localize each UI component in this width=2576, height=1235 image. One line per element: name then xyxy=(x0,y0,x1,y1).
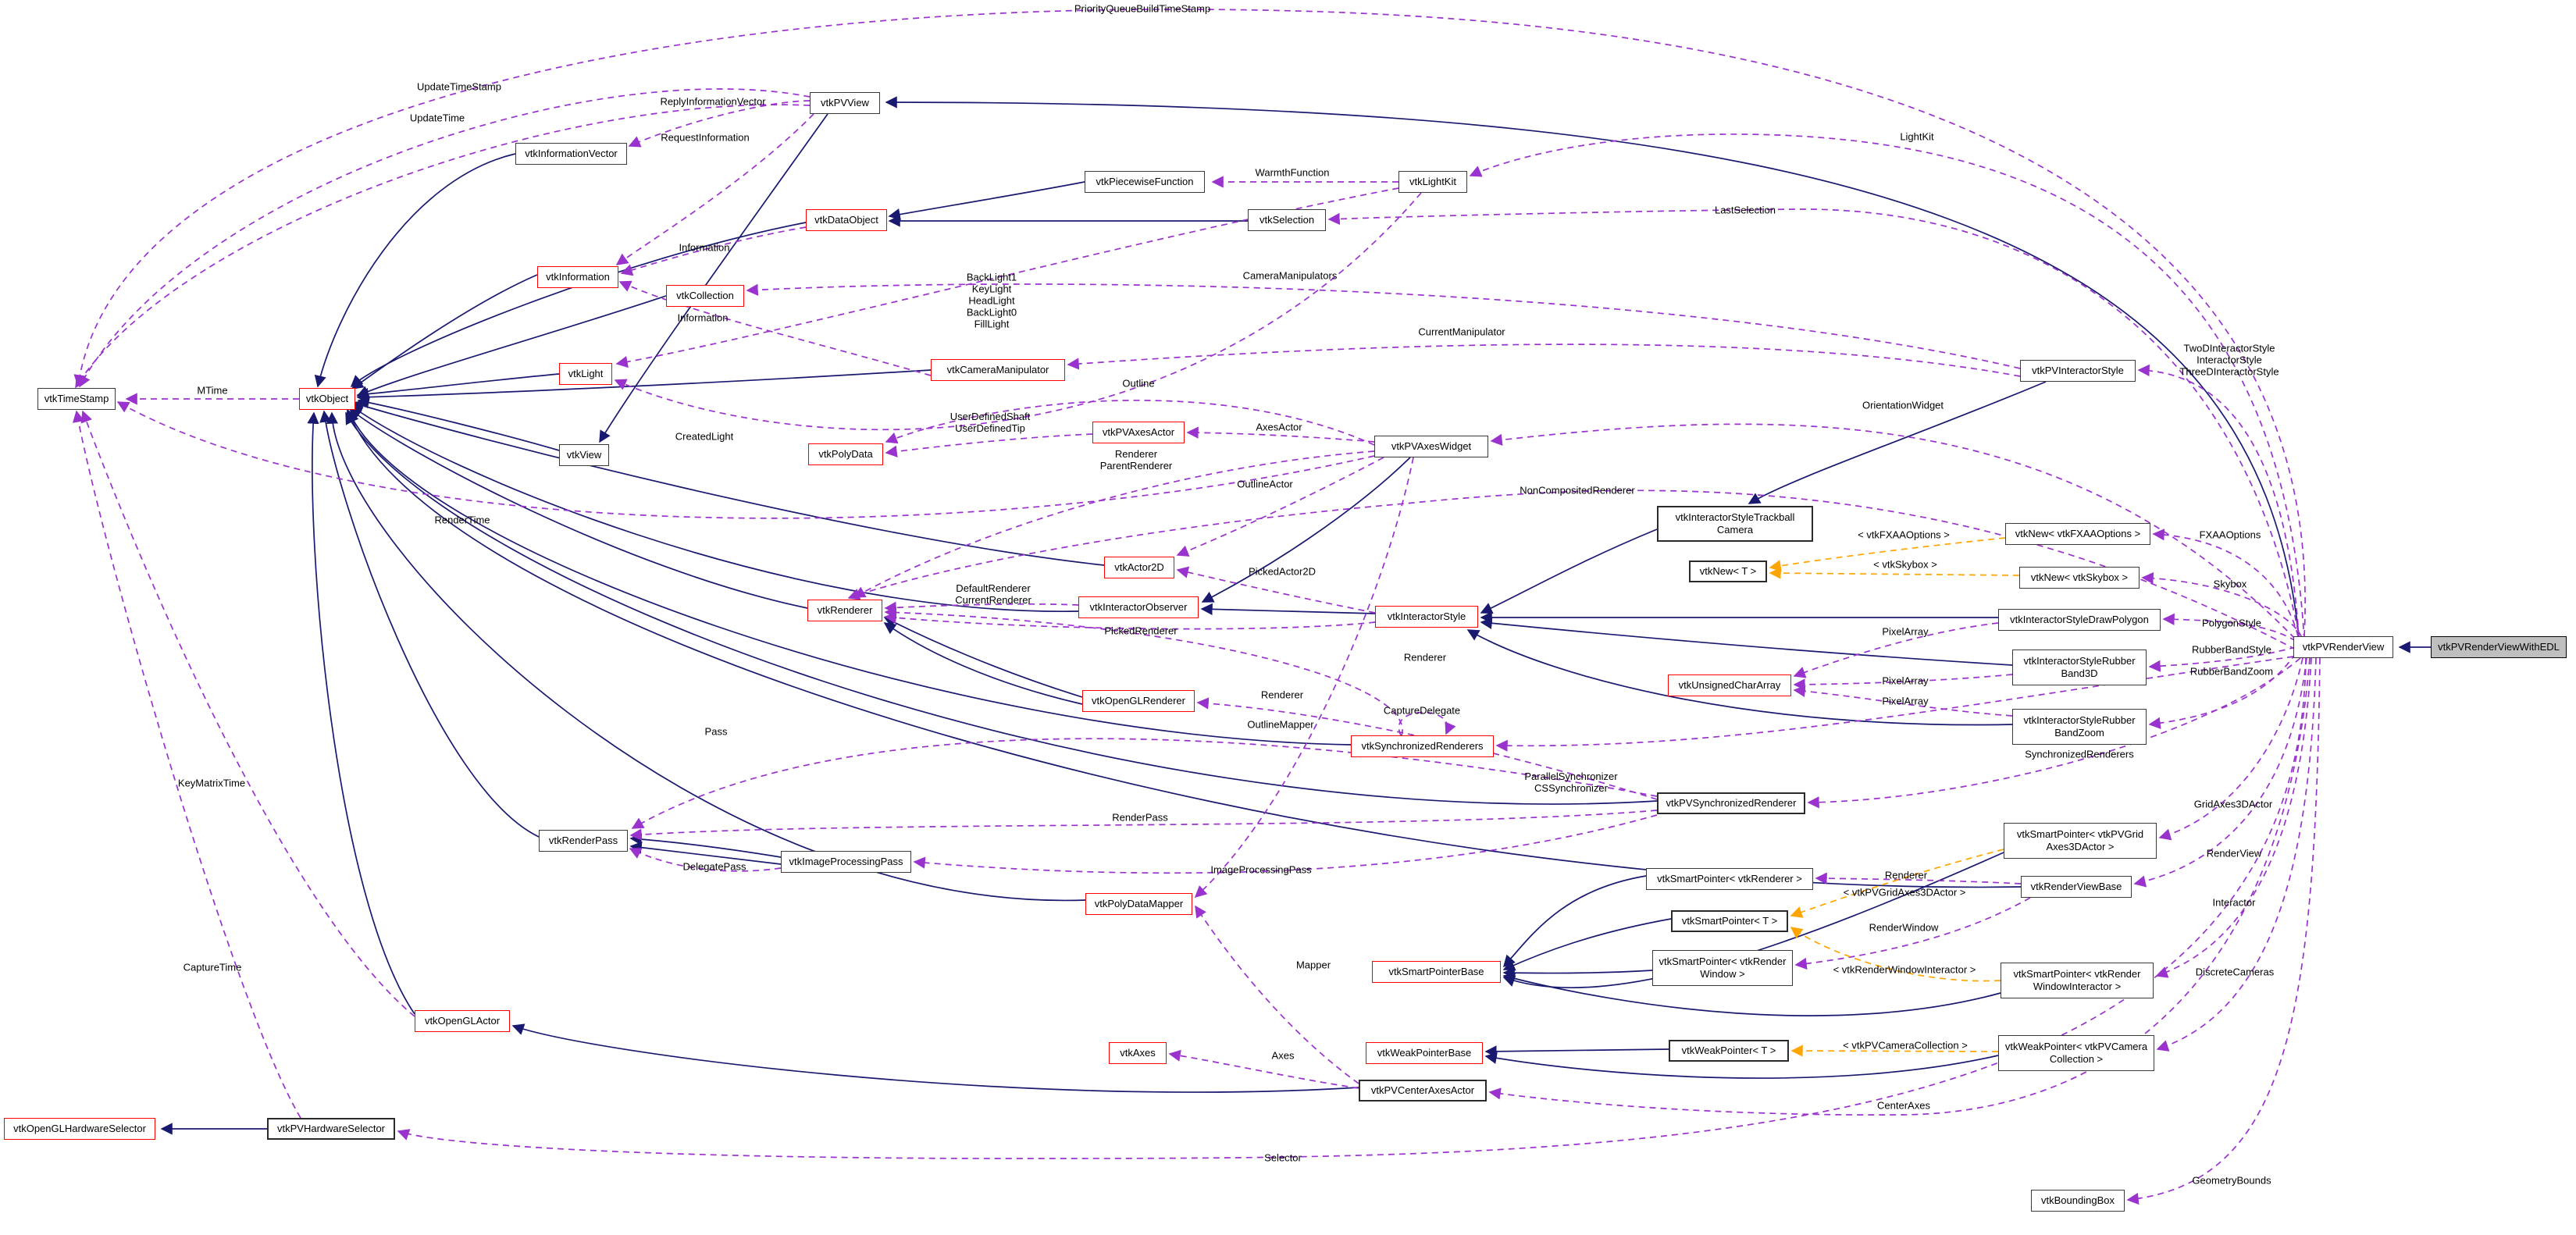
node-vtkaxes[interactable]: vtkAxes xyxy=(1109,1042,1167,1064)
node-vtkselection[interactable]: vtkSelection xyxy=(1248,209,1326,231)
node-vtkinteractorstylerubberbandzoom[interactable]: vtkInteractorStyleRubber BandZoom xyxy=(2012,709,2147,745)
node-vtksynchronizedrenderers[interactable]: vtkSynchronizedRenderers xyxy=(1351,735,1494,757)
node-vtkpvcenteraxesactor[interactable]: vtkPVCenterAxesActor xyxy=(1359,1080,1487,1102)
node-vtksmartpointer-vtkrenderer[interactable]: vtkSmartPointer< vtkRenderer > xyxy=(1646,868,1813,890)
node-vtkinteractorstyledrawpolygon[interactable]: vtkInteractorStyleDrawPolygon xyxy=(1998,609,2161,631)
node-vtkopenglrenderer[interactable]: vtkOpenGLRenderer xyxy=(1082,690,1195,712)
node-vtknew-vtkfxaaoptions[interactable]: vtkNew< vtkFXAAOptions > xyxy=(2005,523,2150,545)
node-vtkpvaxesactor[interactable]: vtkPVAxesActor xyxy=(1092,422,1185,443)
node-vtkpvinteractorstyle[interactable]: vtkPVInteractorStyle xyxy=(2020,360,2136,382)
node-vtkopenglactor[interactable]: vtkOpenGLActor xyxy=(415,1010,510,1032)
node-vtkpvaxeswidget[interactable]: vtkPVAxesWidget xyxy=(1374,436,1488,457)
node-vtksmartpointer-t[interactable]: vtkSmartPointer< T > xyxy=(1671,910,1788,932)
node-vtkpiecewisefunction[interactable]: vtkPiecewiseFunction xyxy=(1085,171,1205,193)
node-vtktimestamp[interactable]: vtkTimeStamp xyxy=(37,388,116,410)
node-vtklight[interactable]: vtkLight xyxy=(559,363,612,385)
node-vtkpolydatamapper[interactable]: vtkPolyDataMapper xyxy=(1085,893,1192,915)
node-vtkactor2d[interactable]: vtkActor2D xyxy=(1104,557,1174,578)
node-vtkpvhardwareselector[interactable]: vtkPVHardwareSelector xyxy=(267,1118,395,1140)
node-vtkobject[interactable]: vtkObject xyxy=(299,388,355,410)
node-vtkimageprocessingpass[interactable]: vtkImageProcessingPass xyxy=(781,851,911,873)
node-vtkrenderer[interactable]: vtkRenderer xyxy=(807,600,882,621)
node-vtkinteractorstyle[interactable]: vtkInteractorStyle xyxy=(1375,606,1478,628)
node-vtkunsignedchararray[interactable]: vtkUnsignedCharArray xyxy=(1668,674,1791,696)
node-vtkinformationvector[interactable]: vtkInformationVector xyxy=(515,143,627,165)
node-vtkweakpointer-t[interactable]: vtkWeakPointer< T > xyxy=(1669,1040,1789,1062)
node-vtksmartpointer-vtkrenderwindowinteractor[interactable]: vtkSmartPointer< vtkRender WindowInterac… xyxy=(2001,963,2154,998)
node-vtkcollection[interactable]: vtkCollection xyxy=(666,285,744,307)
node-vtknew-vtkskybox[interactable]: vtkNew< vtkSkybox > xyxy=(2019,567,2140,589)
node-vtkopenglhardwareselector[interactable]: vtkOpenGLHardwareSelector xyxy=(4,1118,155,1140)
node-vtksmartpointerbase[interactable]: vtkSmartPointerBase xyxy=(1372,961,1501,983)
node-vtkweakpointer-vtkpvcameracollection[interactable]: vtkWeakPointer< vtkPVCamera Collection > xyxy=(1998,1035,2154,1071)
node-vtkpvview[interactable]: vtkPVView xyxy=(810,92,880,114)
node-vtkrenderpass[interactable]: vtkRenderPass xyxy=(539,830,628,852)
node-vtkcameramanipulator[interactable]: vtkCameraManipulator xyxy=(931,359,1065,381)
node-vtksmartpointer-vtkrenderwindow[interactable]: vtkSmartPointer< vtkRender Window > xyxy=(1652,950,1793,986)
node-vtkview[interactable]: vtkView xyxy=(559,444,609,466)
node-vtkpvsynchronizedrenderer[interactable]: vtkPVSynchronizedRenderer xyxy=(1657,792,1805,814)
node-vtkinformation[interactable]: vtkInformation xyxy=(537,266,618,288)
node-vtkdataobject[interactable]: vtkDataObject xyxy=(806,209,887,231)
node-vtkrenderviewbase[interactable]: vtkRenderViewBase xyxy=(2021,876,2132,898)
node-vtkinteractorstylerubberband3d[interactable]: vtkInteractorStyleRubber Band3D xyxy=(2012,650,2147,685)
node-vtkboundingbox[interactable]: vtkBoundingBox xyxy=(2031,1190,2125,1212)
node-vtkpvrenderviewwithedl: vtkPVRenderViewWithEDL xyxy=(2431,636,2567,658)
node-vtkpolydata[interactable]: vtkPolyData xyxy=(808,443,883,465)
node-vtknew-t[interactable]: vtkNew< T > xyxy=(1689,561,1767,582)
node-vtklightkit[interactable]: vtkLightKit xyxy=(1398,171,1467,193)
node-vtkweakpointerbase[interactable]: vtkWeakPointerBase xyxy=(1366,1042,1483,1064)
node-vtksmartpointer-vtkpvgridaxes3dactor[interactable]: vtkSmartPointer< vtkPVGrid Axes3DActor > xyxy=(2004,823,2157,859)
node-vtkpvrenderview[interactable]: vtkPVRenderView xyxy=(2293,636,2393,658)
node-vtkinteractorobserver[interactable]: vtkInteractorObserver xyxy=(1078,596,1199,618)
node-vtkinteractorstyletrackballcamera[interactable]: vtkInteractorStyleTrackball Camera xyxy=(1657,506,1813,542)
